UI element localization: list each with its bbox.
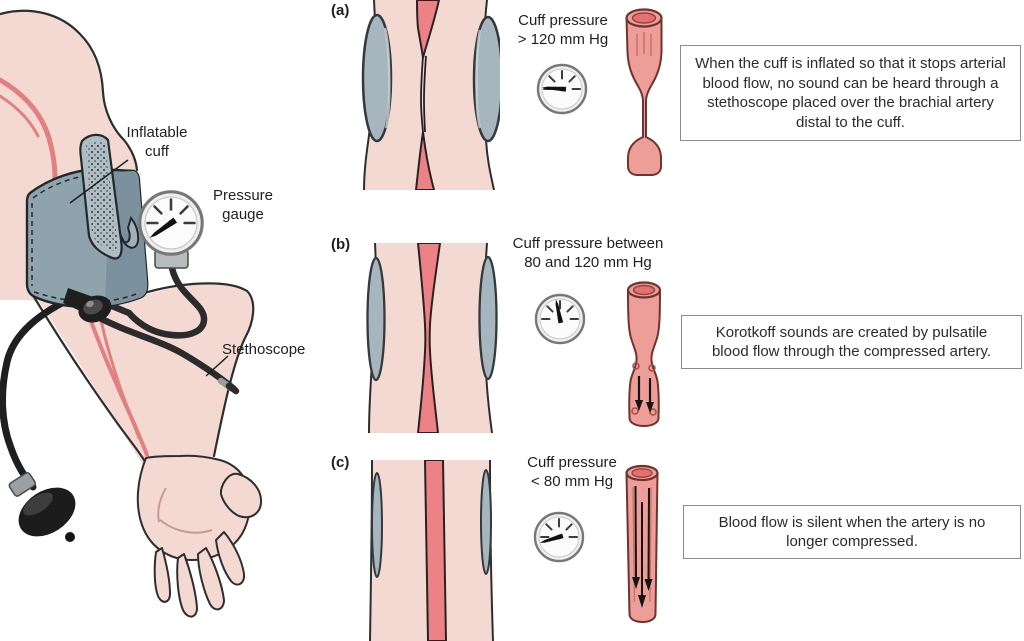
inflatable-cuff: [25, 133, 149, 309]
panel-b-vessel-turbulent: [626, 281, 662, 428]
cuff-flap: [79, 133, 140, 260]
finger: [153, 547, 171, 603]
panel-b-note-box: Korotkoff sounds are created by pulsatil…: [681, 315, 1022, 369]
panel-a-tag: (a): [331, 2, 350, 19]
panel-c-vessel-open: [625, 464, 659, 624]
panel-c-note-box: Blood flow is silent when the artery is …: [683, 505, 1021, 559]
cuff-bladder-left: [361, 13, 393, 143]
panel-c-pressure-label: Cuff pressure < 80 mm Hg: [527, 454, 617, 490]
artery-occluded-bottom: [414, 131, 436, 190]
panel-b-arm-section: [366, 243, 498, 433]
cuff-bladder-right: [478, 255, 498, 381]
flow-arrows: [634, 485, 650, 595]
cuff-bladder-left: [371, 472, 383, 578]
flow-arrows: [637, 376, 652, 402]
gauge-tube: [108, 264, 208, 339]
cuff-bladder-right: [480, 469, 492, 575]
panel-b-pressure-label: Cuff pressure between 80 and 120 mm Hg: [512, 235, 664, 271]
pressure-gauge-label: Pressure gauge: [212, 187, 274, 223]
panel-a-gauge-icon: [536, 63, 588, 115]
panel-a-arm-section: [361, 0, 500, 190]
panel-b-gauge-icon: [534, 293, 586, 345]
finger: [176, 553, 198, 618]
finger: [215, 531, 246, 586]
tube-connector: [63, 288, 112, 323]
stethoscope-label: Stethoscope: [222, 341, 306, 358]
panel-a-vessel-occluded: [625, 8, 663, 176]
cuff-bladder-right: [472, 15, 500, 143]
thumb: [219, 472, 263, 519]
bulb-pump: [8, 471, 76, 542]
pressure-gauge-icon: [138, 190, 204, 269]
hand: [136, 454, 263, 618]
panel-c-gauge-icon: [533, 511, 585, 563]
panel-a-note-box: When the cuff is inflated so that it sto…: [680, 45, 1021, 141]
cuff-bladder-left: [366, 256, 386, 382]
artery-compressed: [416, 243, 442, 433]
arm-with-cuff-illustration: [0, 9, 263, 618]
bulb-tube: [0, 293, 78, 491]
inflatable-cuff-label: Inflatable cuff: [126, 124, 188, 160]
artery-occluded-top: [416, 0, 441, 59]
panel-b-tag: (b): [331, 236, 351, 253]
finger: [197, 547, 225, 611]
brachial-artery: [0, 77, 58, 181]
panel-a-pressure-label: Cuff pressure > 120 mm Hg: [517, 12, 609, 48]
panel-c-tag: (c): [331, 454, 350, 471]
artery-open: [423, 460, 448, 641]
panel-c-arm-section: [369, 460, 494, 641]
label-pointer-lines: [69, 159, 229, 377]
stethoscope-tube: [96, 314, 240, 395]
